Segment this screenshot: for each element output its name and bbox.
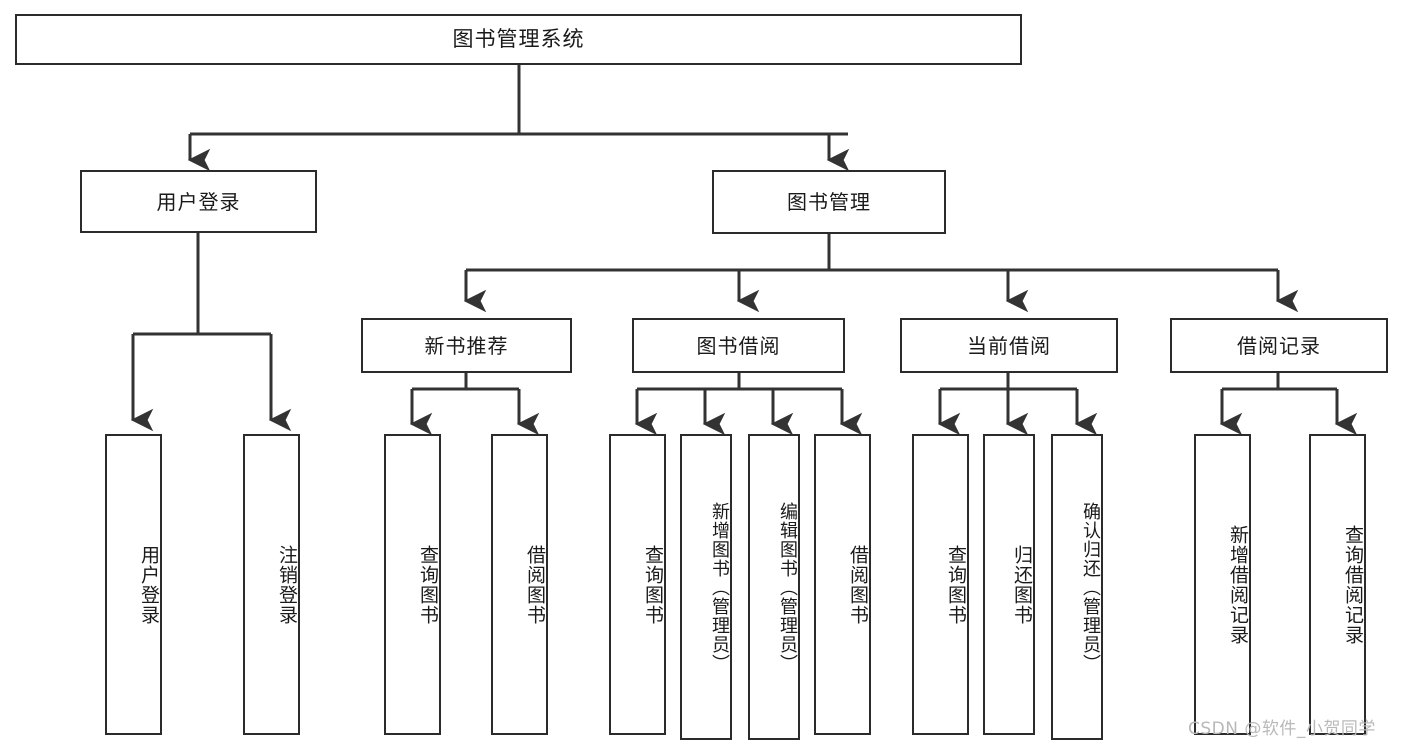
node-label: 查询图书 (945, 544, 967, 625)
node-leaf-confirm-return[interactable]: 确认归还（管理员） (1051, 434, 1103, 740)
node-leaf-add-borrow-record[interactable]: 新增借阅记录 (1194, 434, 1251, 735)
node-label: 图书管理 (787, 190, 871, 214)
node-label: 用户登录 (156, 189, 241, 214)
node-label: 查询图书 (642, 544, 664, 625)
node-leaf-user-login[interactable]: 用户登录 (105, 434, 162, 735)
node-label: 注销登录 (276, 544, 298, 625)
node-current-borrow[interactable]: 当前借阅 (900, 318, 1118, 373)
node-leaf-query-book-recommend[interactable]: 查询图书 (384, 434, 441, 735)
node-book-borrow[interactable]: 图书借阅 (632, 318, 845, 373)
node-label: 确认归还（管理员） (1080, 501, 1101, 673)
node-label: 借阅图书 (847, 544, 869, 625)
node-label: 新书推荐 (424, 333, 509, 358)
node-leaf-edit-book[interactable]: 编辑图书（管理员） (748, 434, 800, 740)
csdn-watermark: CSDN @软件_小贺同学 (1188, 719, 1376, 739)
node-label: 新增借阅记录 (1227, 524, 1249, 645)
node-label: 借阅图书 (524, 544, 546, 625)
node-leaf-query-book-borrow[interactable]: 查询图书 (609, 434, 666, 735)
node-label: 查询借阅记录 (1342, 524, 1364, 645)
node-label: 归还图书 (1011, 544, 1033, 625)
node-leaf-logout[interactable]: 注销登录 (243, 434, 300, 735)
node-label: 借阅记录 (1237, 333, 1321, 358)
node-root-system[interactable]: 图书管理系统 (15, 14, 1022, 65)
node-label: 图书管理系统 (452, 26, 585, 51)
node-label: 当前借阅 (967, 333, 1051, 358)
node-label: 查询图书 (417, 544, 439, 625)
node-label: 编辑图书（管理员） (777, 501, 798, 673)
node-borrow-record[interactable]: 借阅记录 (1170, 318, 1388, 373)
node-leaf-return-book[interactable]: 归还图书 (983, 434, 1035, 735)
node-leaf-query-borrow-record[interactable]: 查询借阅记录 (1309, 434, 1366, 735)
node-leaf-borrow-book-recommend[interactable]: 借阅图书 (491, 434, 548, 735)
node-user-login[interactable]: 用户登录 (80, 170, 317, 233)
node-leaf-add-book[interactable]: 新增图书（管理员） (680, 434, 732, 740)
node-leaf-borrow-book[interactable]: 借阅图书 (814, 434, 871, 735)
node-book-management[interactable]: 图书管理 (712, 170, 946, 234)
node-leaf-query-book-current[interactable]: 查询图书 (912, 434, 969, 735)
node-label: 用户登录 (138, 544, 160, 625)
node-label: 新增图书（管理员） (709, 501, 730, 673)
node-new-book-recommend[interactable]: 新书推荐 (361, 318, 572, 373)
node-label: 图书借阅 (696, 333, 781, 358)
